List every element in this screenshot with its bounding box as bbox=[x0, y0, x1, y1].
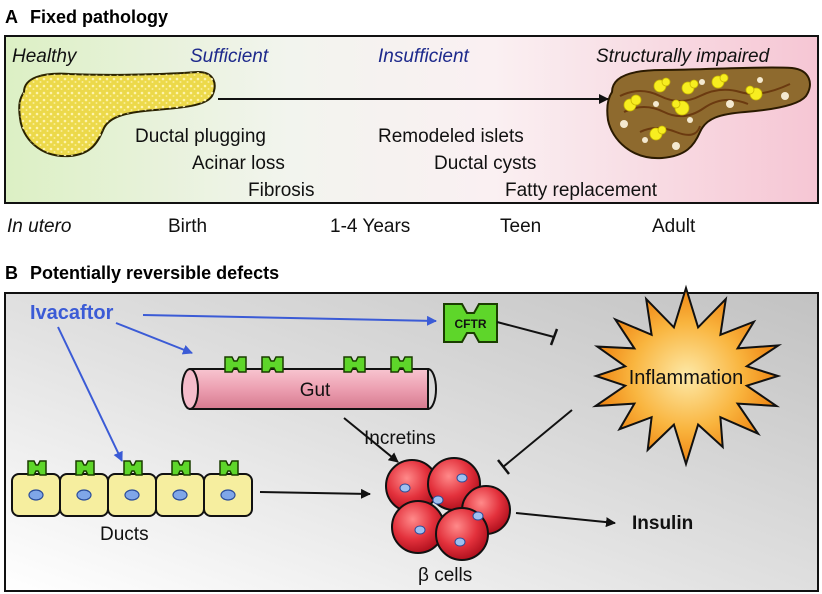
stage-sufficient: Sufficient bbox=[190, 46, 269, 67]
panel-b-letter: B bbox=[5, 263, 18, 283]
stage-healthy: Healthy bbox=[12, 46, 78, 67]
beta-cells-label: β cells bbox=[418, 565, 472, 586]
gut-tube: Gut bbox=[181, 368, 437, 410]
change-acinar-loss: Acinar loss bbox=[192, 153, 285, 174]
timeline-1-4-years: 1-4 Years bbox=[330, 216, 410, 237]
duct-cells bbox=[11, 460, 253, 517]
change-ductal-cysts: Ductal cysts bbox=[434, 153, 536, 174]
gut-cftr-channels bbox=[224, 356, 413, 373]
change-remodeled-islets: Remodeled islets bbox=[378, 126, 524, 147]
healthy-pancreas-icon bbox=[18, 70, 216, 158]
cftr-inhibits-inflammation bbox=[496, 321, 559, 346]
panel-a-title: Fixed pathology bbox=[30, 7, 168, 27]
cftr-label: CFTR bbox=[455, 317, 487, 331]
change-fatty-replacement: Fatty replacement bbox=[505, 180, 658, 201]
incretins-label: Incretins bbox=[364, 428, 436, 449]
beta-to-insulin-arrow bbox=[515, 512, 616, 528]
change-fibrosis: Fibrosis bbox=[248, 180, 315, 201]
stage-structurally-impaired: Structurally impaired bbox=[596, 46, 771, 67]
inflammation-label: Inflammation bbox=[629, 367, 744, 389]
impaired-pancreas-icon bbox=[606, 66, 811, 160]
cftr-channel-icon: CFTR bbox=[443, 303, 498, 343]
panel-b-title: Potentially reversible defects bbox=[30, 263, 279, 283]
insulin-label: Insulin bbox=[632, 513, 693, 534]
timeline-in-utero: In utero bbox=[7, 216, 71, 237]
ivacaftor-label: Ivacaftor bbox=[30, 302, 114, 324]
beta-cell-nuclei bbox=[399, 473, 484, 547]
ducts-label: Ducts bbox=[100, 524, 149, 545]
panel-a-letter: A bbox=[5, 7, 18, 27]
ivacaftor-to-gut-arrow bbox=[115, 322, 193, 355]
timeline-teen: Teen bbox=[500, 216, 541, 237]
stage-insufficient: Insufficient bbox=[378, 46, 470, 67]
change-ductal-plugging: Ductal plugging bbox=[135, 126, 266, 147]
inflammation-inhibits-beta bbox=[497, 409, 573, 475]
gut-label: Gut bbox=[300, 380, 331, 401]
ducts-to-beta-arrow bbox=[259, 488, 371, 499]
timeline-birth: Birth bbox=[168, 216, 207, 237]
inflammation-burst: Inflammation bbox=[591, 284, 783, 468]
gut-to-beta-arrow bbox=[343, 417, 399, 463]
timeline-adult: Adult bbox=[652, 216, 696, 237]
ivacaftor-to-cftr-arrow bbox=[142, 314, 437, 326]
ivacaftor-to-ducts-arrow bbox=[57, 326, 123, 462]
